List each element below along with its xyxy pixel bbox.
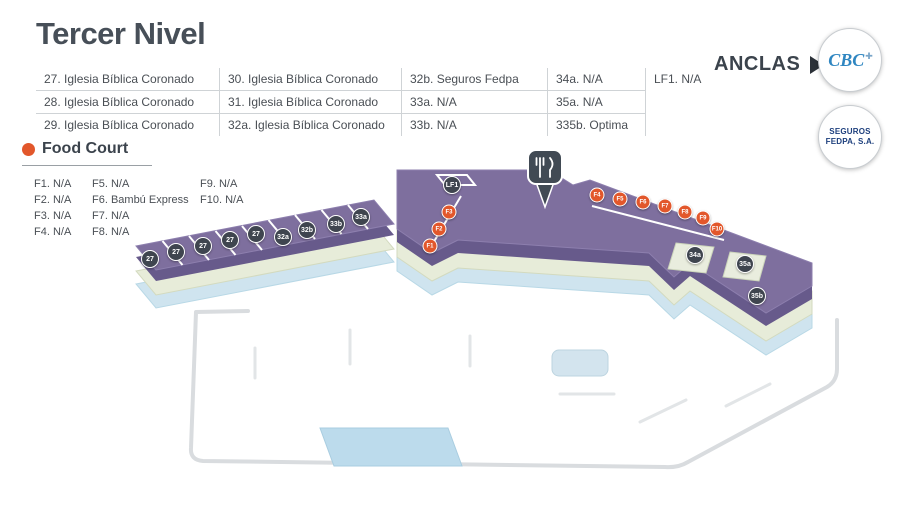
food-court-column: F1. N/A F2. N/A F3. N/A F4. N/A	[34, 176, 92, 240]
directory-cell: 33b. N/A	[410, 118, 457, 132]
ground-floor-details	[253, 328, 772, 424]
fork-knife-icon	[535, 157, 554, 178]
directory-cell: 28. Iglesia Bíblica Coronado	[36, 91, 219, 114]
directory-cell: 27. Iglesia Bíblica Coronado	[36, 68, 219, 91]
page-title: Tercer Nivel	[36, 16, 206, 51]
fedpa-logo-line1: SEGUROS	[829, 127, 871, 136]
food-court-item: F3. N/A	[34, 210, 72, 222]
directory-cell: 30. Iglesia Bíblica Coronado	[220, 68, 401, 91]
food-court-columns: F1. N/A F2. N/A F3. N/A F4. N/A F5. N/A F6. B…	[34, 176, 270, 240]
anclas: ANCLAS	[714, 53, 825, 76]
directory-cell: 31. Iglesia Bíblica Coronado	[220, 91, 401, 114]
ground-floor-outline	[188, 309, 839, 470]
food-court-item: F6. Bambú Express	[92, 194, 189, 206]
food-court-header: Food Court	[22, 140, 152, 166]
ground-feature-small	[551, 349, 609, 377]
food-court-item: F2. N/A	[34, 194, 72, 206]
food-court-dot-icon	[22, 142, 35, 156]
logo-cbc: CBC✚	[818, 28, 882, 92]
food-court-item: F7. N/A	[92, 210, 130, 222]
food-court-pin	[527, 149, 563, 210]
food-court-item: F9. N/A	[200, 178, 238, 190]
food-court-column: F9. N/A F10. N/A	[200, 176, 270, 240]
directory-cell: 32a. Iglesia Bíblica Coronado	[228, 118, 385, 132]
directory-column: LF1. N/A	[645, 68, 712, 136]
directory-cell: 35a. N/A	[548, 91, 645, 114]
directory-cell: 29. Iglesia Bíblica Coronado	[44, 118, 195, 132]
food-court-item: F5. N/A	[92, 178, 130, 190]
cbc-logo-text: CBC	[828, 49, 865, 70]
directory-cell: 33a. N/A	[402, 91, 547, 114]
directory-cell: LF1. N/A	[654, 72, 702, 86]
food-court-item: F10. N/A	[200, 194, 244, 206]
food-court-item: F1. N/A	[34, 178, 72, 190]
main-building	[396, 169, 813, 356]
cross-icon: ✚	[865, 50, 873, 61]
block-35a	[722, 251, 767, 282]
food-court-title: Food Court	[42, 140, 129, 157]
ground-feature-pool	[319, 427, 463, 467]
block-34a	[667, 242, 715, 274]
directory-cell: 335b. Optima	[556, 118, 629, 132]
fedpa-logo-line2: FEDPA, S.A.	[825, 137, 875, 146]
directory-cell: 32b. Seguros Fedpa	[402, 68, 547, 91]
anclas-label: ANCLAS	[714, 53, 801, 75]
logo-seguros-fedpa: SEGUROS FEDPA, S.A.	[818, 105, 882, 169]
food-court-item: F4. N/A	[34, 226, 72, 238]
directory-cell: 34a. N/A	[548, 68, 645, 91]
food-court-item: F8. N/A	[92, 226, 130, 238]
